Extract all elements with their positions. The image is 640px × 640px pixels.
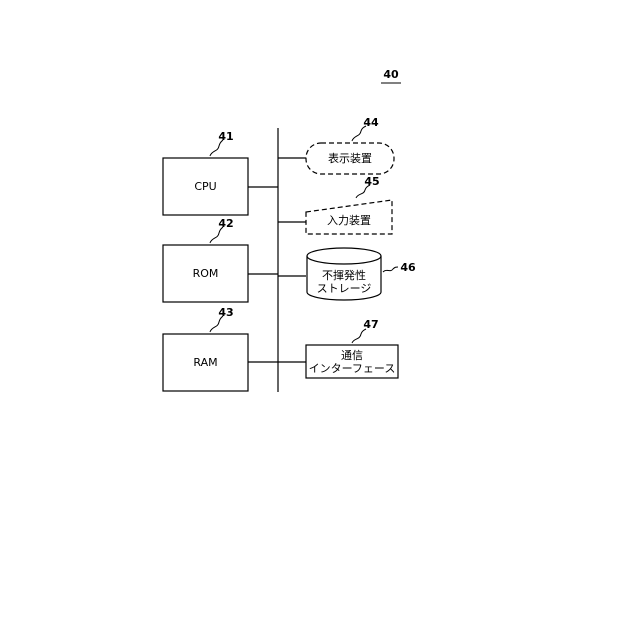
rom-ref: 42 bbox=[216, 217, 236, 230]
comm-label-line1: 通信 bbox=[306, 349, 398, 362]
storage-top bbox=[307, 248, 381, 264]
display-label: 表示装置 bbox=[306, 152, 394, 165]
input-label: 入力装置 bbox=[306, 214, 392, 227]
comm-label-line2: インターフェース bbox=[306, 362, 398, 375]
cpu-ref: 41 bbox=[216, 130, 236, 143]
ram-ref: 43 bbox=[216, 306, 236, 319]
rom-label: ROM bbox=[163, 267, 248, 280]
storage-label-line2: ストレージ bbox=[307, 282, 381, 295]
display-ref: 44 bbox=[361, 116, 381, 129]
storage-ref: 46 bbox=[398, 261, 418, 274]
comm-leader bbox=[352, 329, 366, 343]
storage-label-line1: 不揮発性 bbox=[307, 269, 381, 282]
input-ref: 45 bbox=[362, 175, 382, 188]
cpu-label: CPU bbox=[163, 180, 248, 193]
ram-label: RAM bbox=[163, 356, 248, 369]
storage-leader bbox=[383, 267, 398, 272]
figure-ref: 40 bbox=[381, 68, 401, 81]
comm-ref: 47 bbox=[361, 318, 381, 331]
